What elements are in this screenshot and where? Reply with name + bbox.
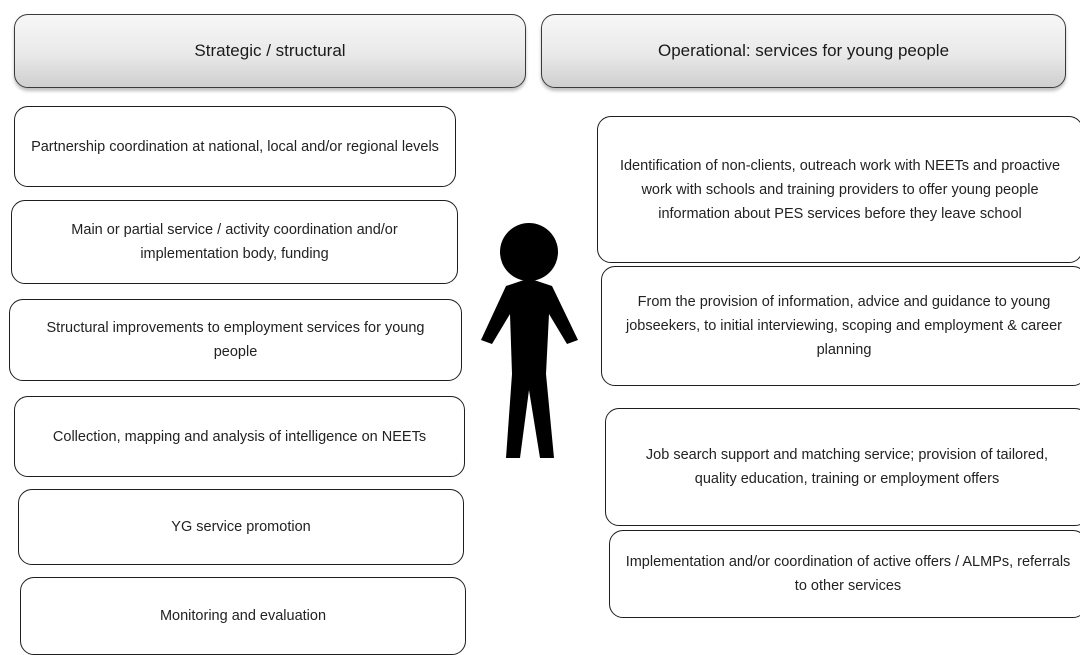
operational-header: Operational: services for young people xyxy=(541,14,1066,88)
strategic-box-label: Structural improvements to employment se… xyxy=(46,320,425,360)
strategic-box-monitoring: Monitoring and evaluation xyxy=(20,577,466,655)
operational-box-almps: Implementation and/or coordination of ac… xyxy=(609,530,1080,618)
strategic-header: Strategic / structural xyxy=(14,14,526,88)
strategic-box-label: YG service promotion xyxy=(171,519,311,535)
operational-header-label: Operational: services for young people xyxy=(657,41,950,60)
person-figure-icon xyxy=(481,223,578,458)
strategic-box-structural-improvements: Structural improvements to employment se… xyxy=(9,299,462,381)
operational-box-job-search: Job search support and matching service;… xyxy=(605,408,1080,526)
strategic-box-label: Main or partial service / activity coord… xyxy=(71,222,398,262)
strategic-box-yg-promotion: YG service promotion xyxy=(18,489,464,565)
operational-box-label: Identification of non-clients, outreach … xyxy=(619,157,1061,222)
operational-box-label: Job search support and matching service;… xyxy=(645,447,1049,487)
operational-box-label: Implementation and/or coordination of ac… xyxy=(625,554,1071,594)
strategic-box-label: Partnership coordination at national, lo… xyxy=(31,138,439,155)
strategic-box-label: Collection, mapping and analysis of inte… xyxy=(52,428,427,445)
strategic-box-coordination-body: Main or partial service / activity coord… xyxy=(11,200,458,284)
strategic-header-label: Strategic / structural xyxy=(194,41,346,60)
figure-head xyxy=(500,223,558,281)
operational-box-outreach: Identification of non-clients, outreach … xyxy=(597,116,1080,263)
operational-box-guidance: From the provision of information, advic… xyxy=(601,266,1080,386)
operational-box-label: From the provision of information, advic… xyxy=(625,294,1063,358)
strategic-box-label: Monitoring and evaluation xyxy=(159,608,327,624)
strategic-box-partnership: Partnership coordination at national, lo… xyxy=(14,106,456,187)
strategic-box-intelligence: Collection, mapping and analysis of inte… xyxy=(14,396,465,477)
figure-body xyxy=(481,280,578,458)
